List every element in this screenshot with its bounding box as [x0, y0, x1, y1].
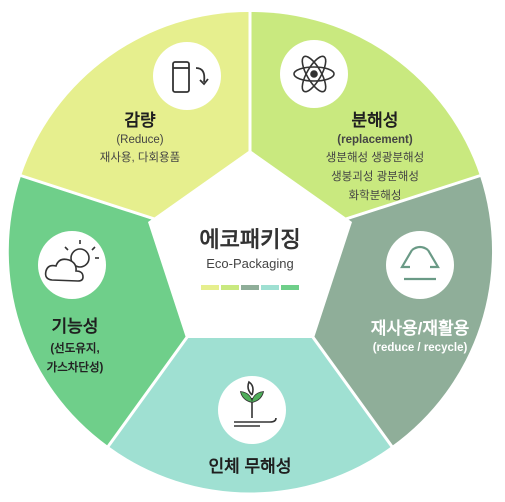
- harmless-title: 인체 무해성: [208, 457, 292, 476]
- reduce-icon-circle: [153, 42, 221, 110]
- color-swatches: [175, 277, 325, 295]
- center-label: 에코패키징 Eco-Packaging: [175, 222, 325, 295]
- swatch-5: [281, 285, 299, 290]
- recycle-title: 재사용/재활용: [370, 319, 470, 338]
- center-subtitle: Eco-Packaging: [206, 256, 294, 271]
- recycle-icon-circle: [386, 231, 454, 299]
- replacement-line-2: 생붕괴성 광분해성: [331, 171, 419, 183]
- function-line-2: 가스차단성): [46, 362, 104, 374]
- recycle-can-icon: [172, 61, 209, 93]
- center-title: 에코패키징: [199, 227, 301, 252]
- replacement-label: 분해성 (replacement) 생분해성 생광분해성 생붕괴성 광분해성 화…: [300, 106, 450, 203]
- reduce-detail: 재사용, 다회용품: [99, 152, 181, 164]
- swatch-2: [221, 285, 239, 290]
- reduce-label: 감량 (Reduce) 재사용, 다회용품: [70, 106, 210, 165]
- recycle-arrows-icon: [400, 245, 440, 281]
- function-title: 기능성: [51, 317, 99, 336]
- replacement-title: 분해성: [351, 111, 399, 130]
- harmless-label: 인체 무해성: [175, 452, 325, 477]
- swatch-1: [201, 285, 219, 290]
- reduce-title: 감량: [124, 111, 156, 130]
- swatch-3: [241, 285, 259, 290]
- replacement-line-1: 생분해성 생광분해성: [325, 152, 425, 164]
- function-label: 기능성 (선도유지, 가스차단성): [20, 312, 130, 375]
- center-pentagon: [148, 150, 352, 338]
- atom-icon: [293, 55, 335, 93]
- recycle-label: 재사용/재활용 (reduce / recycle): [345, 314, 495, 354]
- reduce-sub: (Reduce): [116, 134, 164, 146]
- weather-icon: [44, 240, 99, 282]
- replacement-line-3: 화학분해성: [348, 190, 402, 202]
- function-line-1: (선도유지,: [50, 343, 100, 355]
- recycle-sub: (reduce / recycle): [372, 342, 468, 354]
- segment-harmless: [108, 250, 392, 493]
- replacement-sub: (replacement): [337, 134, 413, 146]
- swatch-4: [261, 285, 279, 290]
